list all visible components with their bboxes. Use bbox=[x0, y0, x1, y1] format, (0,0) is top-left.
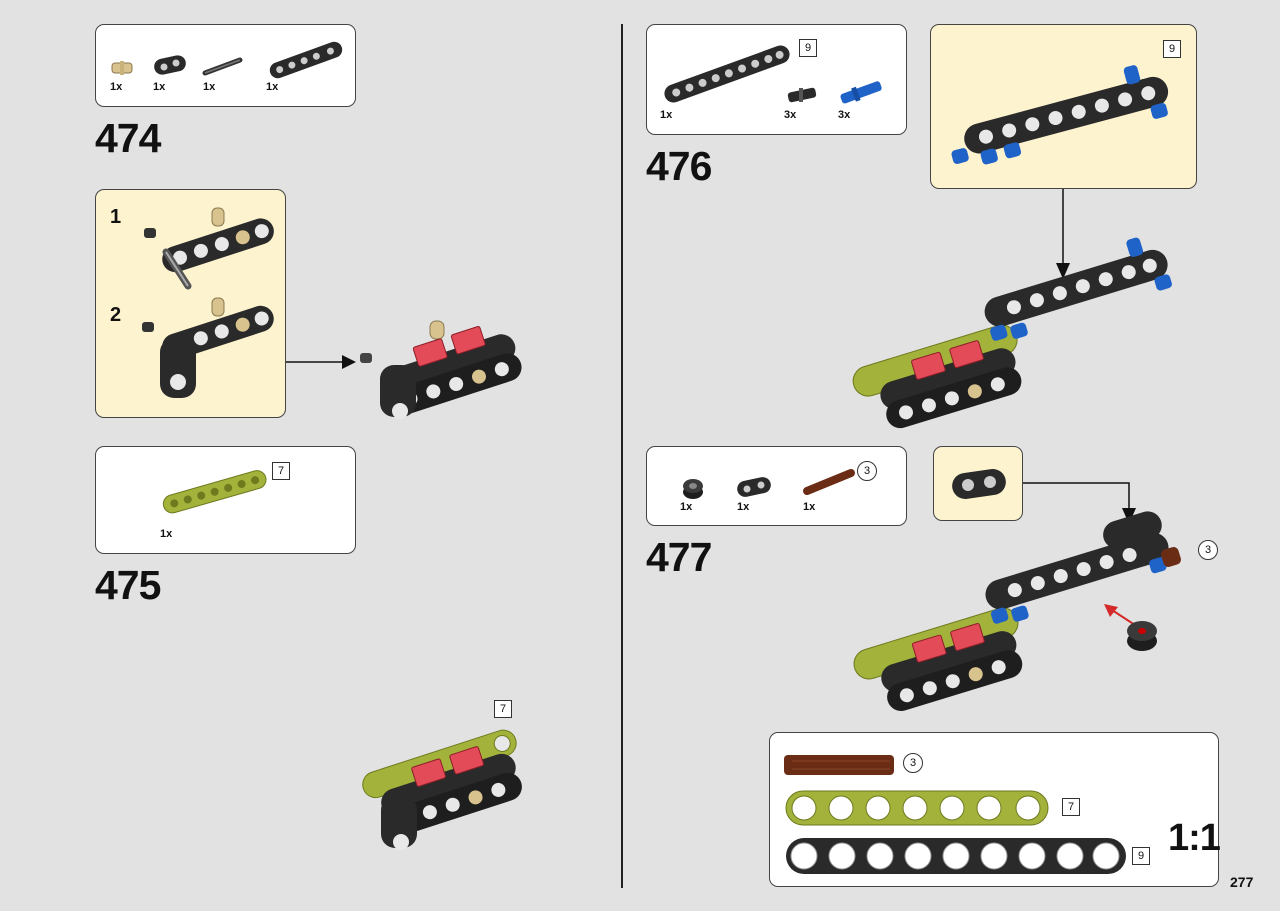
length-badge: 7 bbox=[494, 700, 512, 718]
length-badge: 3 bbox=[857, 461, 877, 481]
part-qty: 3x bbox=[838, 109, 851, 121]
scale-label: 1:1 bbox=[1168, 817, 1221, 859]
length-badge: 7 bbox=[1062, 798, 1080, 816]
black-pin-icon bbox=[787, 87, 817, 103]
callout-arrow bbox=[1023, 482, 1136, 524]
part-qty: 1x bbox=[203, 81, 216, 93]
page-divider bbox=[621, 24, 623, 888]
part-qty: 1x bbox=[660, 109, 673, 121]
parts-list-477: 3 1x 1x 1x bbox=[646, 446, 907, 526]
assembly-476 bbox=[852, 237, 1172, 429]
length-badge: 9 bbox=[1132, 847, 1150, 865]
part-qty: 1x bbox=[266, 81, 279, 93]
substep-2-assembly bbox=[142, 297, 274, 398]
parts-list-474: 1x 1x 1x 1x bbox=[95, 24, 356, 107]
subassembly-callout-477 bbox=[933, 446, 1023, 521]
step-number-475: 475 bbox=[95, 562, 161, 608]
brown-axle-icon bbox=[803, 469, 855, 495]
brown-axle-3-ruler bbox=[784, 755, 894, 775]
olive-beam-7-ruler bbox=[785, 790, 1049, 826]
part-qty: 1x bbox=[153, 81, 166, 93]
olive-beam-7-icon bbox=[162, 470, 267, 514]
assembly-arrow bbox=[286, 355, 356, 369]
substep-number: 2 bbox=[110, 304, 122, 326]
length-badge: 9 bbox=[1163, 40, 1181, 58]
assembly-475 bbox=[362, 729, 522, 850]
length-badge: 7 bbox=[272, 462, 290, 480]
black-beam-9-ruler bbox=[786, 838, 1126, 874]
black-short-beam-icon bbox=[952, 469, 1006, 499]
beam-with-pins-assembly bbox=[951, 65, 1169, 165]
step-number-476: 476 bbox=[646, 143, 712, 189]
length-badge: 3 bbox=[903, 753, 923, 773]
page-number: 277 bbox=[1230, 874, 1254, 890]
scale-ruler-box: 3 7 9 1:1 bbox=[769, 732, 1221, 887]
part-qty: 1x bbox=[110, 81, 123, 93]
substep-1-assembly bbox=[144, 207, 274, 290]
assembly-474 bbox=[360, 320, 522, 419]
substep-number: 1 bbox=[110, 206, 122, 228]
black-short-beam-icon bbox=[154, 55, 186, 75]
subassembly-callout-474: 1 2 bbox=[95, 189, 286, 418]
tan-pin-icon bbox=[111, 61, 133, 75]
black-long-beam-icon bbox=[269, 41, 343, 79]
part-qty: 1x bbox=[160, 528, 173, 540]
part-qty: 1x bbox=[680, 501, 693, 513]
length-badge: 9 bbox=[799, 39, 817, 57]
length-badge: 3 bbox=[1198, 540, 1218, 560]
axle-icon bbox=[202, 57, 243, 76]
assembly-477 bbox=[853, 511, 1181, 711]
part-qty: 3x bbox=[784, 109, 797, 121]
step-number-477: 477 bbox=[646, 534, 712, 580]
part-qty: 1x bbox=[737, 501, 750, 513]
part-qty: 1x bbox=[803, 501, 816, 513]
black-short-beam-icon bbox=[737, 477, 771, 497]
black-beam-9-icon bbox=[664, 45, 790, 103]
parts-list-476: 9 1x 3x 3x bbox=[646, 24, 907, 135]
parts-list-475: 7 1x bbox=[95, 446, 356, 554]
blue-axle-pin-icon bbox=[840, 81, 882, 104]
black-bush-icon bbox=[683, 479, 703, 499]
subassembly-callout-476: 9 bbox=[930, 24, 1197, 189]
callout-down-arrow bbox=[1056, 189, 1070, 279]
step-number-474: 474 bbox=[95, 115, 161, 161]
